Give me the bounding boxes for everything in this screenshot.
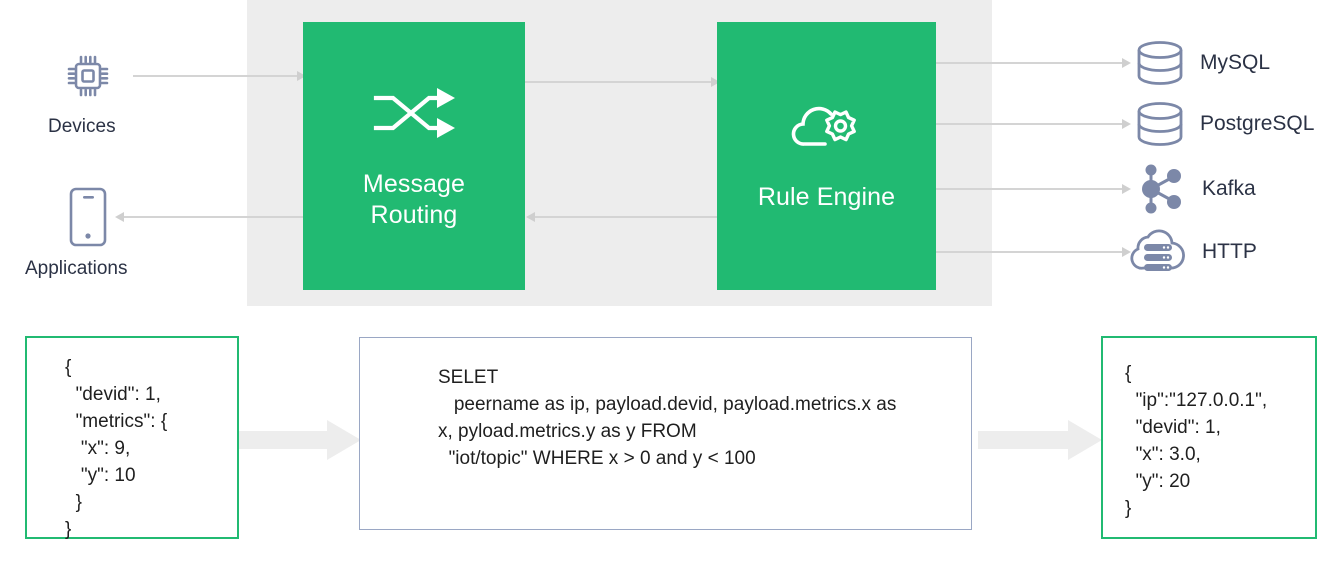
arrowhead-rule-engine-to-kafka — [1122, 184, 1131, 194]
flow-arrow-input-to-sql — [239, 420, 361, 460]
output-http-label: HTTP — [1202, 240, 1257, 263]
input-payload-text: { "devid": 1, "metrics": { "x": 9, "y": … — [65, 357, 168, 540]
output-mysql-label: MySQL — [1200, 51, 1271, 74]
connector-routing-to-applications — [124, 216, 304, 218]
node-graph-icon — [1142, 164, 1181, 214]
block-rule-engine-label: Rule Engine — [757, 182, 896, 211]
arrowhead-rule-engine-to-routing — [526, 212, 535, 222]
source-applications-label: Applications — [25, 258, 128, 279]
shuffle-routing-icon — [373, 88, 455, 138]
block-message-routing-label: Message Routing — [362, 170, 466, 229]
database-icon — [1137, 41, 1183, 85]
connector-rule-engine-to-mysql — [936, 62, 1128, 64]
block-rule-engine[interactable]: Rule Engine — [717, 22, 936, 290]
output-postgresql-label: PostgreSQL — [1200, 112, 1315, 135]
arrowhead-routing-to-applications — [115, 212, 124, 222]
arrowhead-rule-engine-to-postgresql — [1122, 119, 1131, 129]
block-message-routing[interactable]: Message Routing — [303, 22, 525, 290]
mobile-phone-icon — [69, 187, 107, 247]
flow-arrow-sql-to-output — [978, 420, 1102, 460]
output-payload-text: { "ip":"127.0.0.1", "devid": 1, "x": 3.0… — [1125, 363, 1268, 519]
cloud-server-icon — [1130, 229, 1185, 271]
source-devices — [62, 50, 114, 102]
sql-statement-text: SELET peername as ip, payload.devid, pay… — [438, 367, 897, 469]
output-kafka[interactable]: Kafka — [1134, 163, 1256, 215]
output-http[interactable]: HTTP — [1130, 227, 1257, 277]
chip-icon — [67, 55, 109, 97]
connector-rule-engine-to-kafka — [936, 188, 1128, 190]
output-postgresql[interactable]: PostgreSQL — [1134, 101, 1314, 147]
input-payload-box: { "devid": 1, "metrics": { "x": 9, "y": … — [25, 336, 239, 540]
arrowhead-rule-engine-to-mysql — [1122, 58, 1131, 68]
arrowhead-rule-engine-to-http — [1122, 247, 1131, 257]
arrowhead-routing-to-rule-engine — [711, 77, 720, 87]
connector-rule-engine-to-postgresql — [936, 123, 1128, 125]
arrowhead-devices-to-routing — [297, 71, 306, 81]
sql-statement-box: SELET peername as ip, payload.devid, pay… — [359, 337, 972, 530]
cloud-gear-icon — [791, 106, 856, 146]
database-icon — [1137, 102, 1183, 146]
output-mysql[interactable]: MySQL — [1134, 40, 1270, 86]
connector-rule-engine-to-http — [936, 251, 1128, 253]
connector-routing-to-rule-engine — [524, 81, 716, 83]
output-payload-box: { "ip":"127.0.0.1", "devid": 1, "x": 3.0… — [1101, 336, 1317, 539]
output-kafka-label: Kafka — [1202, 177, 1256, 200]
connector-devices-to-routing — [133, 75, 300, 77]
source-devices-label: Devices — [48, 116, 116, 137]
source-applications — [68, 186, 108, 248]
connector-rule-engine-to-routing — [534, 216, 718, 218]
